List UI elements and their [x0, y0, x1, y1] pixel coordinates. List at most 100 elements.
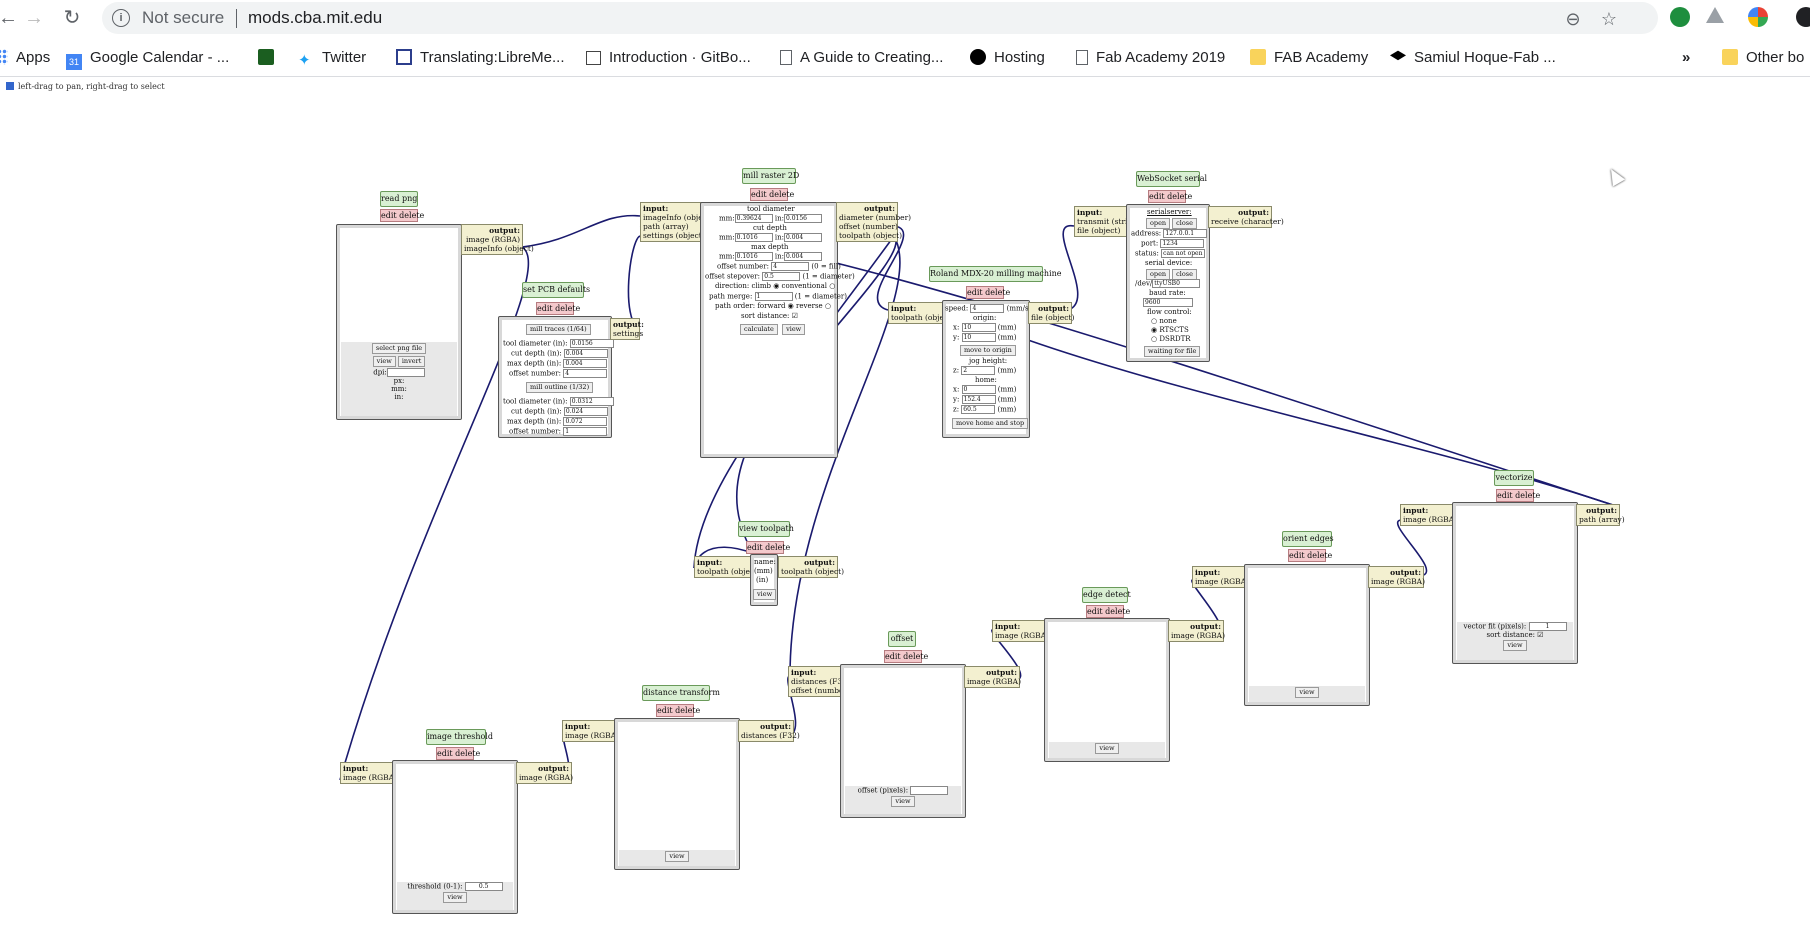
- offset-pixels-input[interactable]: [910, 786, 949, 795]
- view-toolpath-input-port[interactable]: input: toolpath (object): [694, 556, 760, 578]
- grey-triangle-extension-icon[interactable]: [1706, 7, 1724, 23]
- bookmark-other[interactable]: Other bo: [1722, 48, 1804, 68]
- bookmark-apps[interactable]: Apps: [0, 48, 50, 68]
- module-title-offset[interactable]: offset: [888, 631, 916, 647]
- bookmark-star-icon[interactable]: ☆: [1600, 9, 1618, 29]
- traces-cut-depth[interactable]: 0.004: [563, 349, 608, 358]
- mill-outline-button[interactable]: mill outline (1/32): [526, 382, 594, 393]
- forward-arrow-icon[interactable]: →: [24, 7, 44, 29]
- zoom-icon[interactable]: ⊖: [1565, 9, 1581, 29]
- offset-stepover-input[interactable]: 0.5: [762, 272, 801, 281]
- bookmark-green-app[interactable]: [258, 48, 282, 68]
- module-edit-delete-websocket[interactable]: edit delete: [1148, 190, 1193, 203]
- cut-depth-in[interactable]: 0.004: [783, 233, 822, 242]
- orient-edges-input-port[interactable]: input: image (RGBA): [1192, 566, 1249, 588]
- cut-depth-mm[interactable]: 0.1016: [734, 233, 773, 242]
- module-edit-delete-image-threshold[interactable]: edit delete: [436, 747, 481, 760]
- bookmark-fab-academy[interactable]: FAB Academy: [1250, 48, 1368, 68]
- direction-radio[interactable]: direction: climb ◉ conventional ○: [715, 282, 836, 290]
- view-button[interactable]: view: [665, 851, 689, 862]
- module-title-orient-edges[interactable]: orient edges: [1282, 531, 1334, 547]
- module-edit-delete-distance-transform[interactable]: edit delete: [656, 704, 701, 717]
- tool-diameter-in[interactable]: 0.0156: [783, 214, 822, 223]
- image-threshold-output-port[interactable]: output: image (RGBA): [516, 762, 573, 784]
- traces-tool-diameter[interactable]: 0.0156: [569, 339, 614, 348]
- max-depth-mm[interactable]: 0.1016: [734, 252, 773, 261]
- view-button[interactable]: view: [443, 892, 467, 903]
- module-title-mill-raster[interactable]: mill raster 2D: [742, 168, 799, 184]
- module-edit-delete-edge-detect[interactable]: edit delete: [1086, 605, 1131, 618]
- module-edit-delete-set-pcb[interactable]: edit delete: [536, 302, 581, 315]
- view-button[interactable]: view: [1295, 687, 1319, 698]
- server-close-button[interactable]: close: [1172, 218, 1197, 229]
- threshold-input[interactable]: 0.5: [464, 882, 503, 891]
- flow-dsrdtr-radio[interactable]: ○ DSRDTR: [1151, 335, 1191, 343]
- websocket-output-port[interactable]: output: receive (character): [1208, 206, 1284, 228]
- select-png-file-button[interactable]: select png file: [371, 343, 427, 354]
- traces-offset-number[interactable]: 4: [563, 369, 608, 378]
- distance-transform-output-port[interactable]: output: distances (F32): [738, 720, 800, 742]
- address-bar[interactable]: i Not secure mods.cba.mit.edu ⊖ ☆: [102, 2, 1658, 34]
- websocket-input-port[interactable]: input: transmit (string) file (object): [1074, 206, 1140, 237]
- address-input[interactable]: 127.0.0.1: [1163, 229, 1208, 238]
- vectorize-output-port[interactable]: output: path (array): [1576, 504, 1625, 526]
- module-title-websocket[interactable]: WebSocket serial: [1136, 171, 1207, 187]
- bookmark-fab-academy-2019[interactable]: Fab Academy 2019: [1076, 48, 1225, 68]
- mill-raster-input-port[interactable]: input: imageInfo (object) path (array) s…: [640, 202, 713, 242]
- waiting-for-file-button[interactable]: waiting for file: [1144, 346, 1201, 357]
- green-extension-icon[interactable]: [1670, 7, 1690, 27]
- module-title-set-pcb[interactable]: set PCB defaults: [522, 282, 590, 298]
- profile-avatar-icon[interactable]: [1796, 7, 1810, 27]
- edge-detect-input-port[interactable]: input: image (RGBA): [992, 620, 1049, 642]
- module-title-view-toolpath[interactable]: view toolpath: [738, 521, 794, 537]
- module-title-image-threshold[interactable]: image threshold: [426, 729, 493, 745]
- offset-input-port[interactable]: input: distances (F32) offset (number): [788, 666, 850, 697]
- distance-transform-input-port[interactable]: input: image (RGBA): [562, 720, 619, 742]
- module-edit-delete-orient-edges[interactable]: edit delete: [1288, 549, 1333, 562]
- device-input[interactable]: ttyUSB0: [1152, 279, 1201, 288]
- mill-raster-output-port[interactable]: output: diameter (number) offset (number…: [836, 202, 911, 242]
- module-edit-delete-read-png[interactable]: edit delete: [380, 209, 425, 222]
- jog-z-input[interactable]: 2: [961, 366, 996, 375]
- orient-edges-output-port[interactable]: output: image (RGBA): [1368, 566, 1425, 588]
- module-edit-delete-offset[interactable]: edit delete: [884, 650, 929, 663]
- move-home-and-stop-button[interactable]: move home and stop: [952, 418, 1029, 429]
- origin-x-input[interactable]: 10: [961, 323, 996, 332]
- reload-icon[interactable]: ↻: [63, 7, 81, 29]
- url-text[interactable]: mods.cba.mit.edu: [248, 8, 383, 27]
- sort-distance-checkbox[interactable]: sort distance: ☑: [741, 312, 798, 320]
- home-x-input[interactable]: 0: [961, 385, 996, 394]
- view-button[interactable]: view: [753, 589, 777, 600]
- invert-button[interactable]: invert: [397, 356, 426, 367]
- vectorize-input-port[interactable]: input: image (RGBA): [1400, 504, 1457, 526]
- module-title-roland[interactable]: Roland MDX-20 milling machine: [929, 266, 1062, 282]
- bookmark-hosting[interactable]: Hosting: [970, 48, 1045, 68]
- calculate-button[interactable]: calculate: [740, 324, 778, 335]
- info-icon[interactable]: i: [112, 9, 130, 27]
- module-edit-delete-vectorize[interactable]: edit delete: [1496, 489, 1541, 502]
- view-button[interactable]: view: [1095, 743, 1119, 754]
- path-merge-input[interactable]: 1: [754, 292, 793, 301]
- max-depth-in[interactable]: 0.004: [783, 252, 822, 261]
- module-edit-delete-roland[interactable]: edit delete: [966, 286, 1011, 299]
- view-button[interactable]: view: [372, 356, 396, 367]
- view-toolpath-output-port[interactable]: output: toolpath (object): [778, 556, 844, 578]
- roland-output-port[interactable]: output: file (object): [1028, 302, 1074, 324]
- module-title-distance-transform[interactable]: distance transform: [642, 685, 720, 701]
- speed-input[interactable]: 4: [970, 304, 1005, 313]
- module-edit-delete-mill-raster[interactable]: edit delete: [750, 188, 795, 201]
- outline-tool-diameter[interactable]: 0.0312: [569, 397, 614, 406]
- view-button[interactable]: view: [782, 324, 806, 335]
- read-png-output-port[interactable]: output: image (RGBA) imageInfo (object): [461, 224, 534, 255]
- traces-max-depth[interactable]: 0.004: [563, 359, 608, 368]
- image-threshold-input-port[interactable]: input: image (RGBA): [340, 762, 397, 784]
- baud-input[interactable]: 9600: [1143, 298, 1193, 307]
- bookmark-twitter[interactable]: ✦Twitter: [298, 49, 367, 69]
- set-pcb-output-port[interactable]: output: settings: [610, 318, 644, 340]
- flow-none-radio[interactable]: ○ none: [1151, 317, 1177, 325]
- module-title-read-png[interactable]: read png: [380, 191, 418, 207]
- bookmark-samiul[interactable]: Samiul Hoque-Fab ...: [1390, 48, 1556, 68]
- view-button[interactable]: view: [891, 796, 915, 807]
- server-open-button[interactable]: open: [1146, 218, 1171, 229]
